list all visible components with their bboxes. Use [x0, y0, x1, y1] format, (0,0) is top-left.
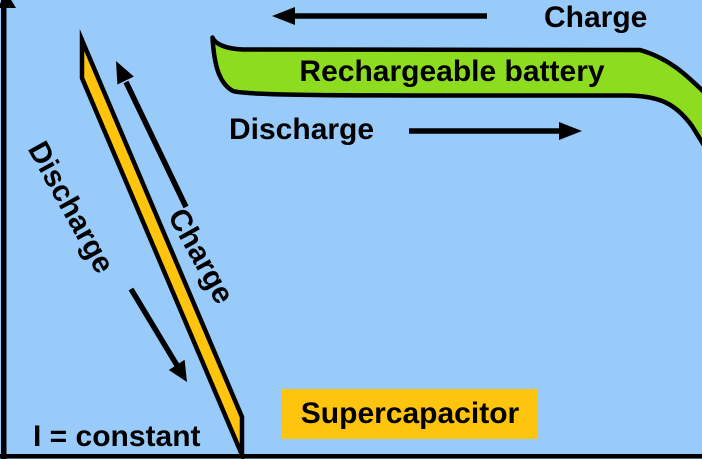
supercapacitor-band	[79, 28, 245, 459]
battery-charge-arrow-icon	[272, 7, 487, 25]
x-axis-line	[0, 454, 702, 459]
battery-charge-label: Charge	[544, 1, 648, 34]
battery-band-label: Rechargeable battery	[299, 55, 605, 88]
supercapacitor-label: Supercapacitor	[300, 397, 520, 430]
supercapacitor-discharge-arrow-icon	[128, 287, 187, 382]
battery-discharge-arrow-icon	[409, 122, 582, 140]
battery-band	[210, 35, 702, 147]
battery-discharge-label: Discharge	[229, 113, 375, 146]
current-constant-note: I = constant	[33, 420, 201, 453]
supercapacitor-charge-arrow-icon	[116, 61, 189, 209]
y-axis-arrowhead-icon	[0, 0, 16, 8]
y-axis-line	[1, 0, 7, 459]
supercapacitor-label-box: Supercapacitor	[282, 389, 538, 439]
